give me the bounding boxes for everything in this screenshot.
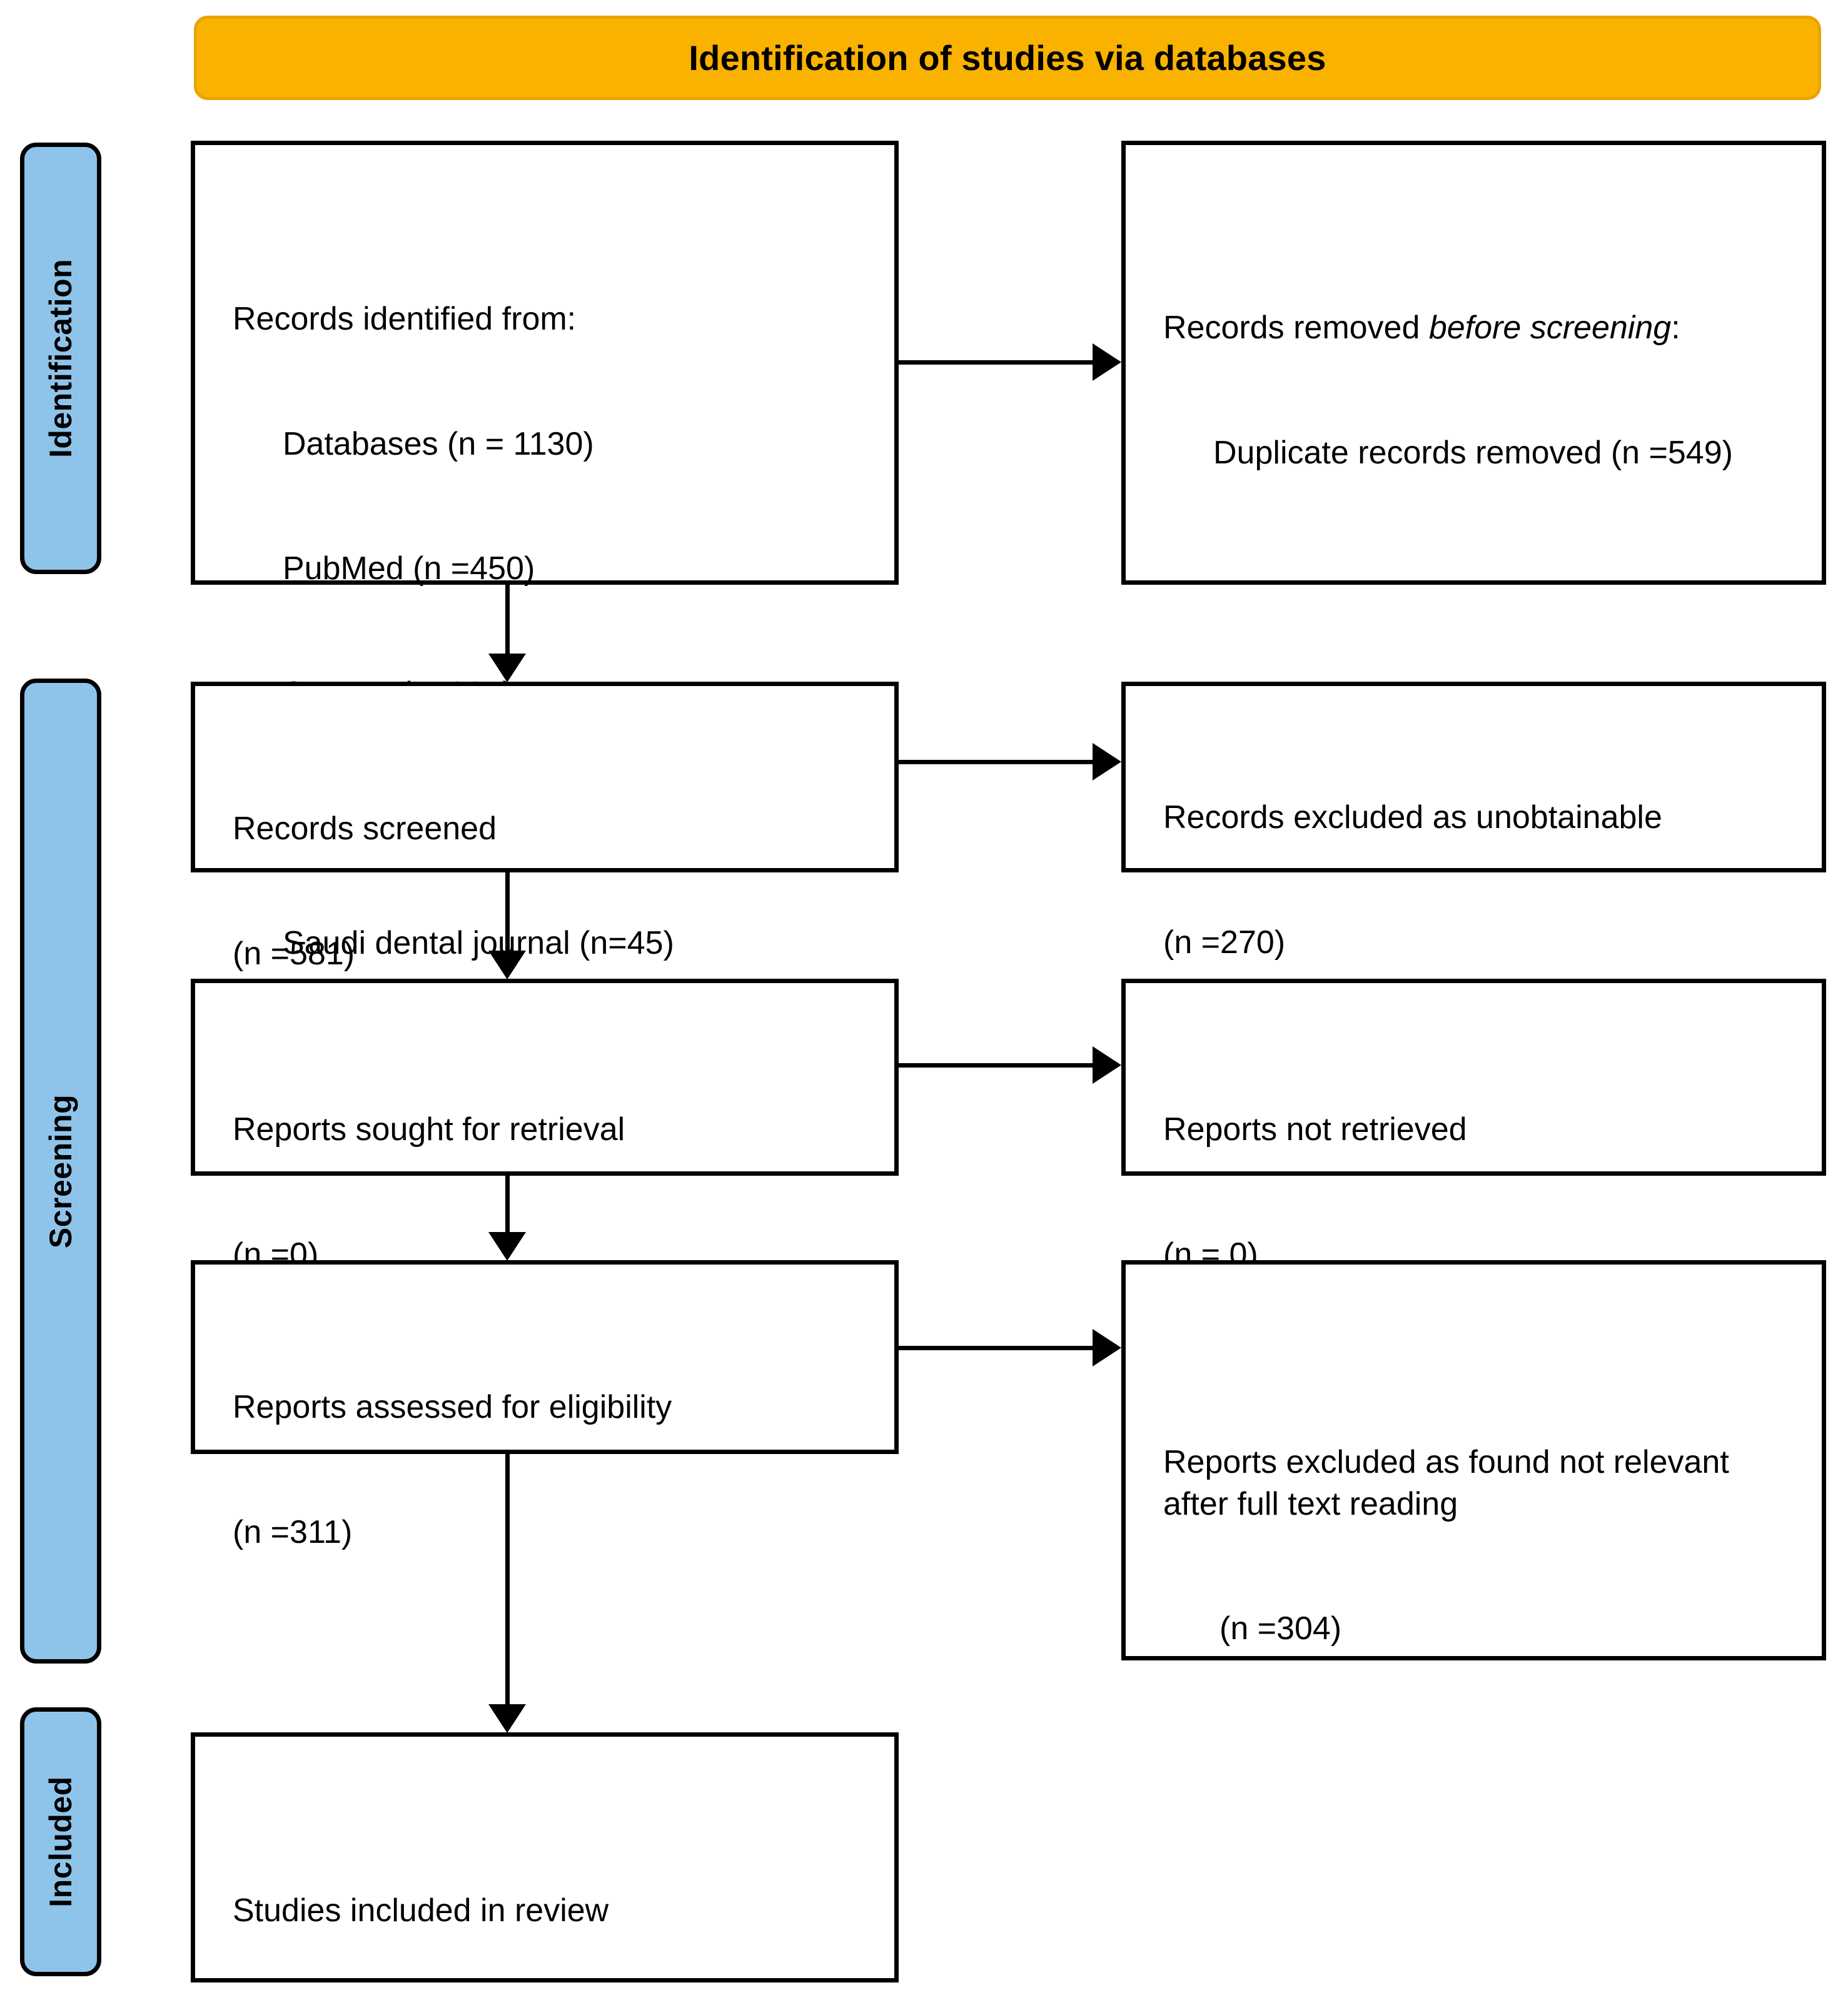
- node-reports-assessed-eligibility-text: Reports assessed for eligibility (n =311…: [233, 1303, 876, 1636]
- reports-assessed-label: Reports assessed for eligibility: [233, 1389, 672, 1426]
- stage-pill-included-label: Included: [43, 1776, 79, 1907]
- reports-sought-label: Reports sought for retrieval: [233, 1111, 625, 1148]
- edge-identified-to-screened-line: [505, 585, 510, 654]
- node-studies-included: Studies included in review (n = 7): [191, 1732, 899, 1982]
- node-reports-assessed-eligibility: Reports assessed for eligibility (n =311…: [191, 1260, 899, 1550]
- edge-screened-to-excluded-arrow: [1093, 743, 1121, 780]
- edge-eligibility-to-excludedfulltext-line: [899, 1346, 1093, 1350]
- studies-included-label: Studies included in review: [233, 1892, 609, 1929]
- reports-excluded-fulltext-count: (n =304): [1219, 1610, 1342, 1647]
- edge-sought-to-eligibility-arrow: [488, 1232, 526, 1261]
- edge-eligibility-to-excludedfulltext-arrow: [1093, 1329, 1121, 1366]
- node-reports-sought-retrieval-text: Reports sought for retrieval (n =0): [233, 1026, 876, 1358]
- node-records-removed-text: Records removed before screening: Duplic…: [1163, 224, 1803, 557]
- stage-pill-included: Included: [20, 1707, 101, 1976]
- stage-pill-screening: Screening: [20, 679, 101, 1664]
- edge-identified-to-removed-arrow: [1093, 343, 1121, 381]
- edge-eligibility-to-included-line: [505, 1454, 510, 1704]
- node-records-screened-text: Records screened (n =581): [233, 725, 876, 1058]
- records-removed-heading: Records removed before screening:: [1163, 307, 1803, 349]
- records-screened-count: (n =581): [233, 935, 355, 972]
- node-reports-not-retrieved: Reports not retrieved (n = 0): [1121, 979, 1826, 1273]
- node-reports-excluded-fulltext-text: Reports excluded as found not relevant a…: [1163, 1358, 1803, 1733]
- edge-identified-to-removed-line: [899, 360, 1093, 365]
- records-removed-line: Duplicate records removed (n =549): [1213, 434, 1733, 471]
- node-reports-sought-retrieval: Reports sought for retrieval (n =0): [191, 979, 899, 1273]
- records-excluded-unobtainable-label: Records excluded as unobtainable: [1163, 799, 1662, 836]
- banner-title: Identification of studies via databases: [689, 38, 1326, 78]
- edge-screened-to-excluded-line: [899, 760, 1093, 764]
- records-removed-heading-b: :: [1671, 310, 1680, 346]
- edge-screened-to-sought-arrow: [488, 951, 526, 979]
- node-records-identified: Records identified from: Databases (n = …: [191, 141, 899, 961]
- node-records-excluded-unobtainable-text: Records excluded as unobtainable (n =270…: [1163, 714, 1803, 1046]
- records-identified-line-0: Databases (n = 1130): [283, 425, 594, 462]
- edge-sought-to-eligibility-line: [505, 1176, 510, 1232]
- stage-pill-identification-label: Identification: [43, 258, 79, 458]
- edge-sought-to-notretrieved-arrow: [1093, 1046, 1121, 1084]
- reports-assessed-count: (n =311): [233, 1513, 353, 1550]
- node-reports-not-retrieved-text: Reports not retrieved (n = 0): [1163, 1026, 1803, 1358]
- edge-eligibility-to-included-arrow: [488, 1704, 526, 1733]
- node-reports-excluded-fulltext: Reports excluded as found not relevant a…: [1121, 1260, 1826, 1660]
- records-identified-line-1: PubMed (n =450): [283, 550, 535, 587]
- edge-screened-to-sought-line: [505, 872, 510, 951]
- node-records-excluded-unobtainable: Records excluded as unobtainable (n =270…: [1121, 682, 1826, 961]
- edge-identified-to-screened-arrow: [488, 654, 526, 682]
- node-records-screened: Records screened (n =581): [191, 682, 899, 972]
- records-identified-heading: Records identified from:: [233, 301, 577, 338]
- node-studies-included-text: Studies included in review (n = 7): [233, 1807, 876, 1995]
- edge-sought-to-notretrieved-line: [899, 1063, 1093, 1068]
- stage-pill-identification: Identification: [20, 143, 101, 574]
- records-removed-heading-a: Records removed: [1163, 310, 1429, 346]
- stage-pill-screening-label: Screening: [43, 1094, 78, 1248]
- reports-not-retrieved-label: Reports not retrieved: [1163, 1111, 1467, 1148]
- reports-excluded-fulltext-label: Reports excluded as found not relevant a…: [1163, 1444, 1739, 1522]
- stage-banner-identification: Identification of studies via databases: [194, 16, 1821, 100]
- records-excluded-unobtainable-count: (n =270): [1163, 924, 1286, 961]
- node-records-removed-before-screening: Records removed before screening: Duplic…: [1121, 141, 1826, 585]
- records-identified-line-4: Saudi dental journal (n=45): [283, 925, 674, 962]
- records-removed-heading-italic: before screening: [1428, 310, 1672, 346]
- records-screened-label: Records screened: [233, 811, 497, 847]
